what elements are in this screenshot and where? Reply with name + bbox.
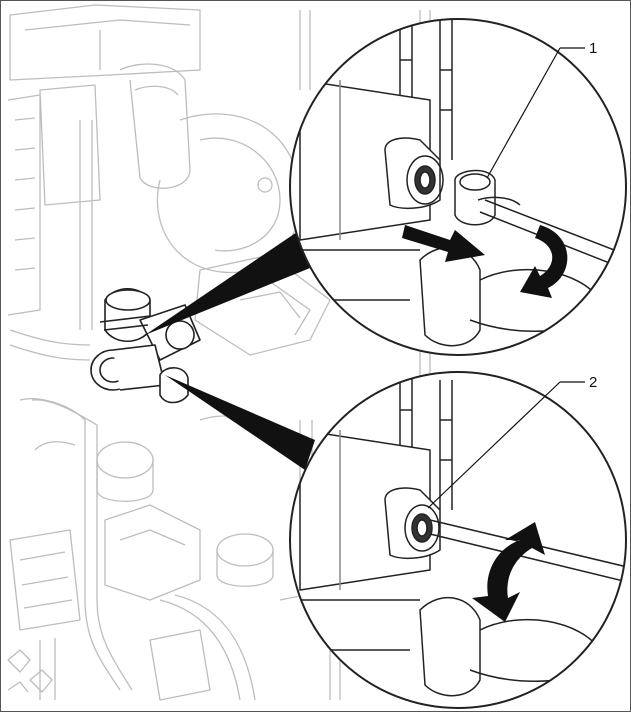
callout-2: 2 — [427, 374, 597, 509]
callout-1-number: 1 — [589, 40, 597, 57]
magnifier-circle-2 — [289, 371, 627, 709]
magnifier-circle-1 — [289, 18, 627, 356]
rotate-both-ways-arrow-icon — [472, 522, 545, 622]
sensor-component — [90, 287, 201, 404]
callout-1: 1 — [486, 40, 597, 179]
callout-1-leader — [486, 47, 561, 179]
callout-2-leader — [427, 381, 561, 509]
rotate-arrow-icon — [520, 225, 568, 298]
pull-arrow-icon — [402, 225, 485, 262]
callout-2-number: 2 — [589, 374, 597, 391]
magnifier-leaders — [145, 230, 315, 470]
